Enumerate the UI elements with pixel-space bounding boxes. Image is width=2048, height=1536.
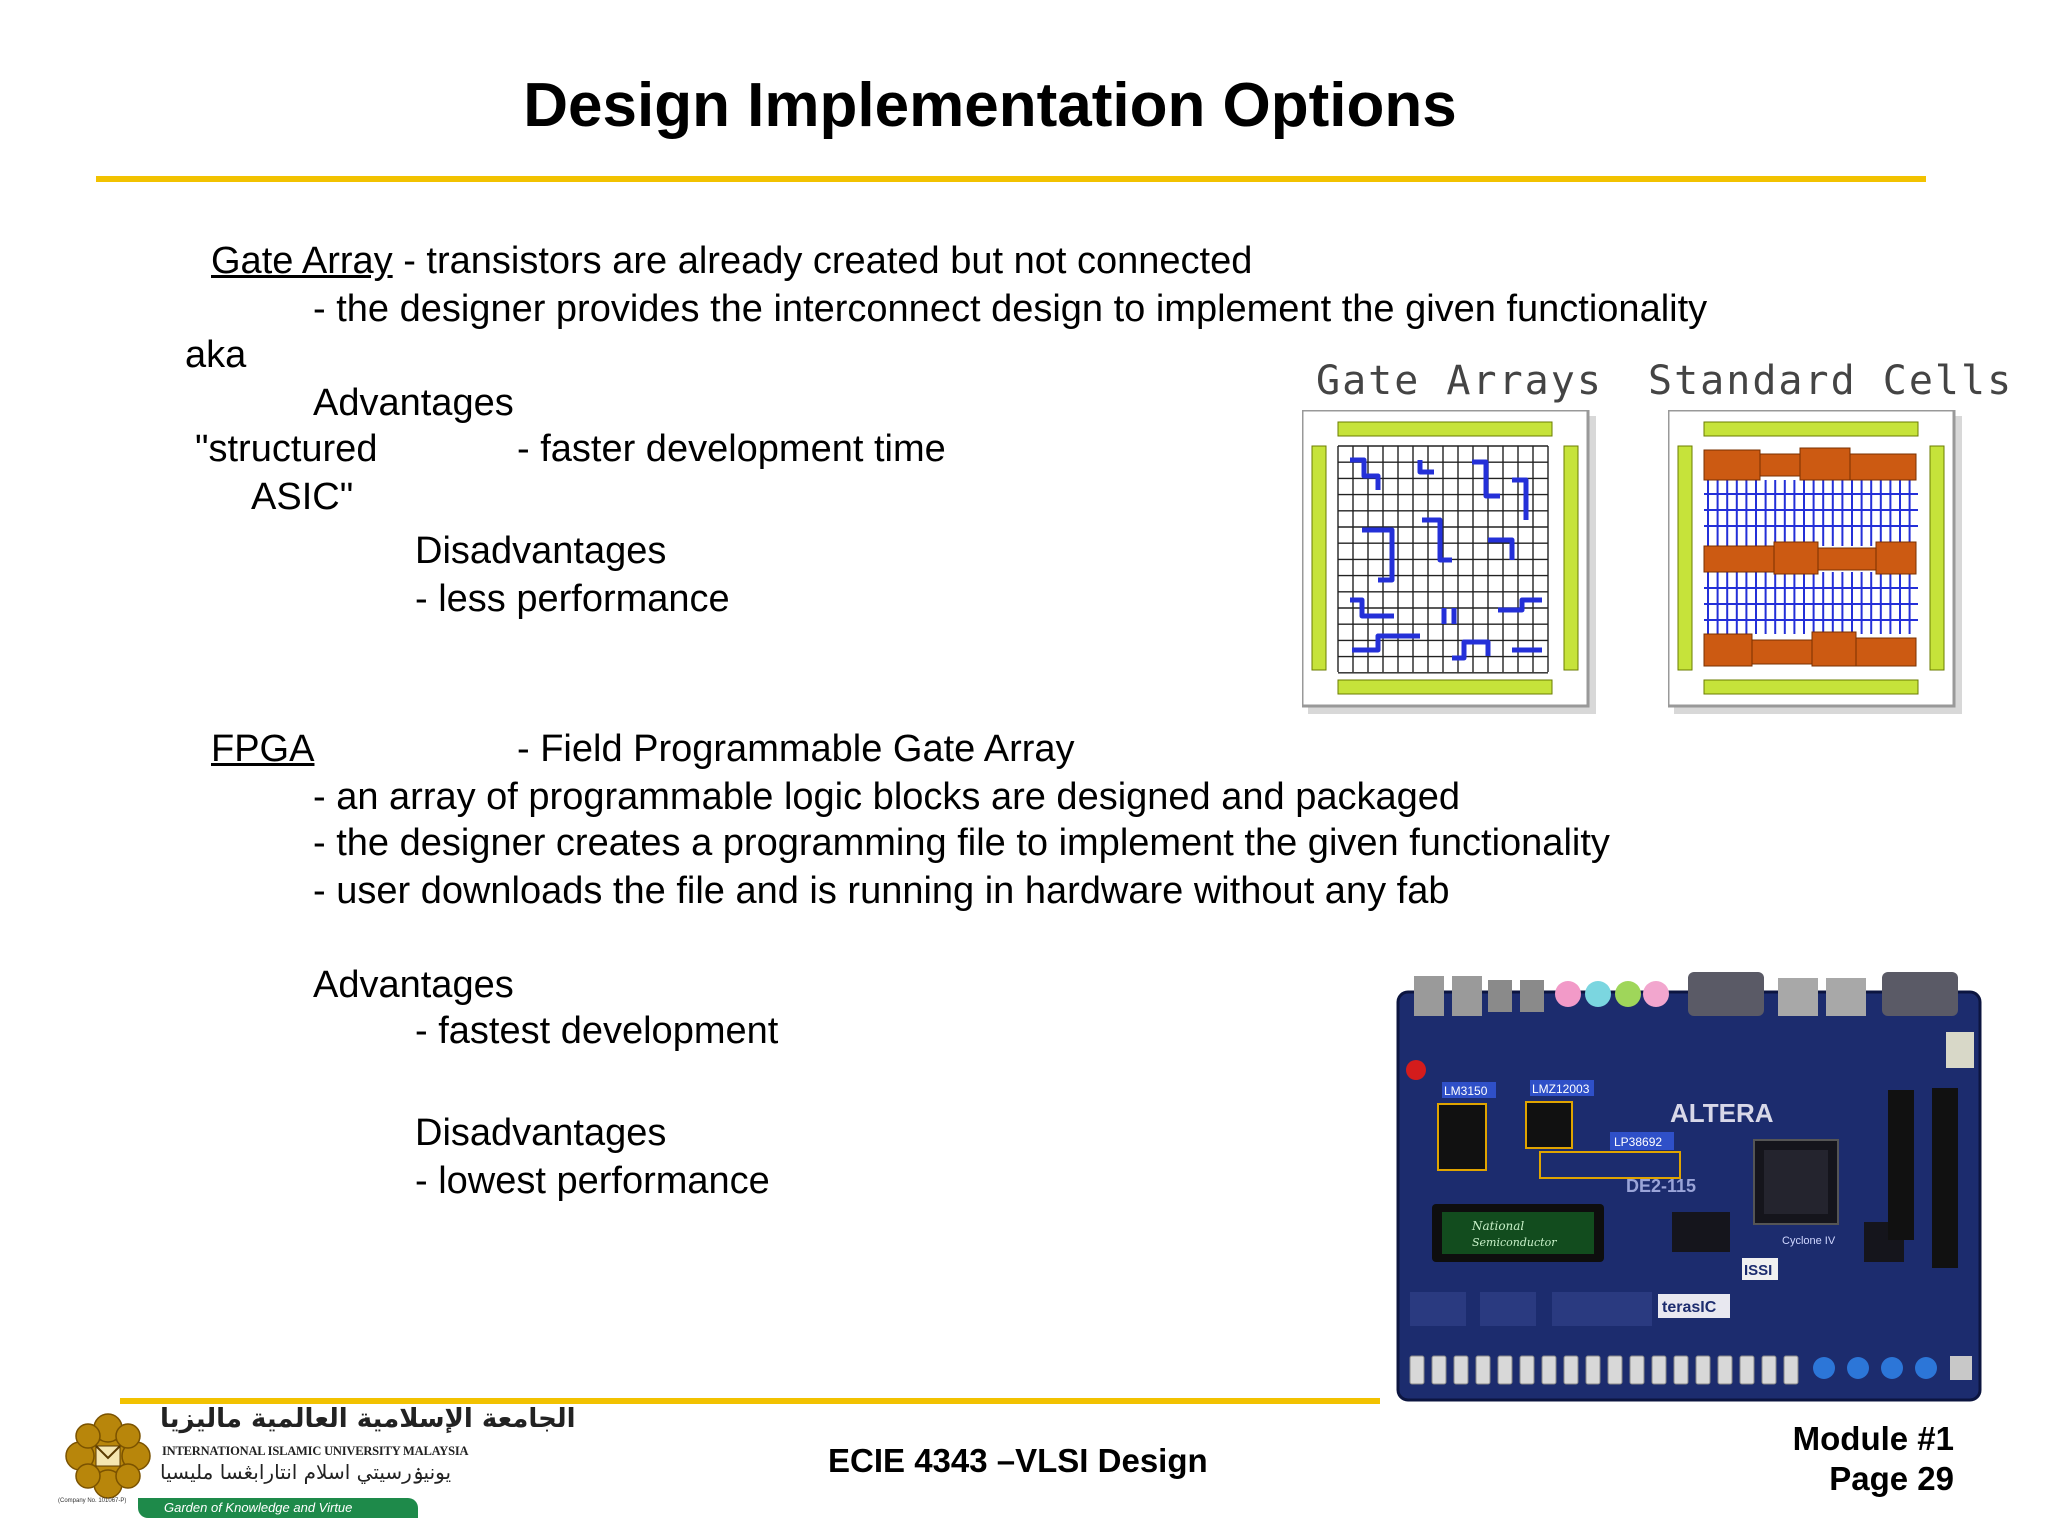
gate-array-detail: - the designer provides the interconnect…	[313, 288, 1708, 330]
course-label: ECIE 4343 –VLSI Design	[828, 1442, 1208, 1479]
slide-title: Design Implementation Options	[523, 71, 1457, 140]
gate-array-definition: - transistors are already created but no…	[392, 240, 1253, 282]
chip-label-lp38692: LP38692	[1614, 1135, 1662, 1149]
logo-tagline: Garden of Knowledge and Virtue	[138, 1498, 418, 1518]
gate-array-term: Gate Array	[211, 240, 393, 282]
memory-brand: ISSI	[1744, 1262, 1772, 1279]
chip-label-lmz12003: LMZ12003	[1532, 1082, 1590, 1096]
iium-emblem-icon	[65, 1413, 151, 1499]
chip-label-lm3150: LM3150	[1444, 1084, 1488, 1098]
page-number: Page 29	[1829, 1460, 1954, 1497]
iium-logo: الجامعة الإسلامية العالمية ماليزيا INTER…	[58, 1404, 576, 1522]
gate-arrays-figure-label: Gate Arrays	[1316, 358, 1603, 404]
gate-array-advantages-label: Advantages	[313, 382, 514, 424]
title-divider	[96, 176, 1926, 182]
fpga-point-3: - user downloads the file and is running…	[313, 870, 1450, 912]
gate-array-heading: Gate Array - transistors are already cre…	[211, 238, 1252, 284]
gate-array-aka-line2: ASIC"	[251, 476, 354, 518]
gate-array-aka-label: aka	[185, 334, 247, 376]
fpga-family-label: Cyclone IV	[1782, 1235, 1836, 1247]
fpga-disadvantages-label: Disadvantages	[415, 1112, 667, 1154]
gate-array-aka-line1: "structured	[195, 428, 378, 470]
module-label: Module #1	[1792, 1420, 1954, 1457]
fpga-definition: - Field Programmable Gate Array	[517, 728, 1075, 770]
fpga-advantage-1: - fastest development	[415, 1010, 779, 1052]
gate-array-diagram	[1302, 410, 1596, 714]
fpga-advantages-label: Advantages	[313, 964, 514, 1006]
gate-array-disadvantage-1: - less performance	[415, 578, 730, 620]
board-maker: terasIC	[1662, 1299, 1717, 1316]
standard-cells-diagram	[1668, 410, 1962, 714]
lcd-line-1: National	[1471, 1219, 1524, 1233]
board-brand: ALTERA	[1670, 1098, 1774, 1128]
footer-divider	[120, 1398, 1380, 1404]
lcd-line-2: Semiconductor	[1472, 1236, 1557, 1249]
logo-malay-text: يونيۏرسيتي اسلام انتارابڠسا مليسيا	[160, 1460, 452, 1484]
logo-tagline-text: Garden of Knowledge and Virtue	[164, 1500, 353, 1515]
fpga-disadvantage-1: - lowest performance	[415, 1160, 770, 1202]
gate-array-advantage-1: - faster development time	[517, 428, 946, 470]
fpga-point-2: - the designer creates a programming fil…	[313, 822, 1610, 864]
fpga-board-photo: LM3150 LMZ12003 LP38692 ALTERA DE2-115 C…	[1392, 972, 1984, 1408]
fpga-term: FPGA	[211, 728, 315, 770]
logo-arabic-text: الجامعة الإسلامية العالمية ماليزيا	[160, 1404, 576, 1434]
logo-company-number: (Company No. 101067-P)	[58, 1498, 127, 1504]
board-model: DE2-115	[1626, 1176, 1696, 1196]
logo-english-text: INTERNATIONAL ISLAMIC UNIVERSITY MALAYSI…	[162, 1444, 469, 1458]
fpga-point-1: - an array of programmable logic blocks …	[313, 776, 1460, 818]
gate-array-disadvantages-label: Disadvantages	[415, 530, 667, 572]
standard-cells-figure-label: Standard Cells	[1648, 358, 2014, 404]
